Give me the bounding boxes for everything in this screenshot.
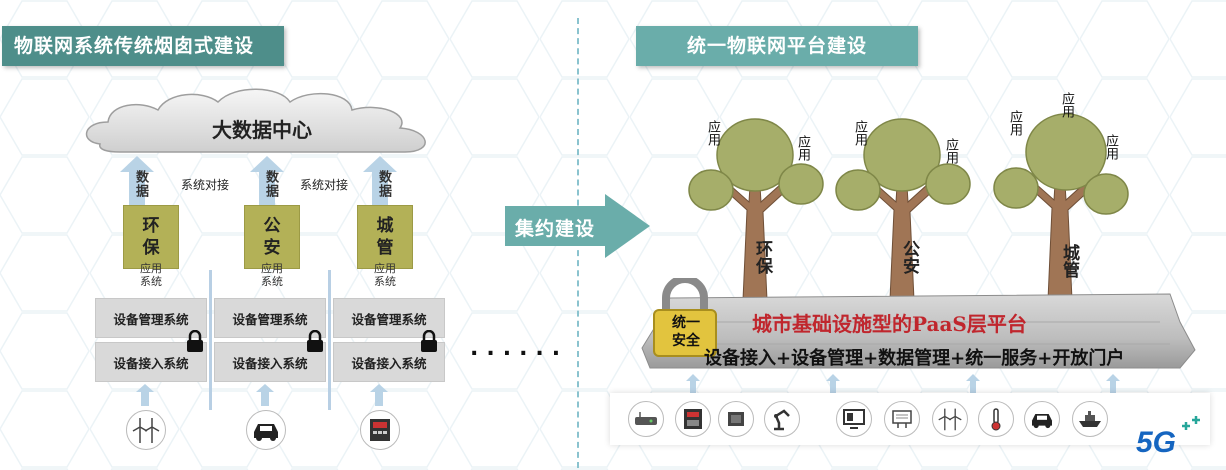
security-label: 统一 安全 <box>660 310 712 354</box>
display-icon <box>884 401 920 437</box>
app-label: 应用 <box>1007 110 1022 136</box>
cloud-icon <box>85 88 426 153</box>
device-mgmt-system-2: 设备管理系统 <box>214 298 326 338</box>
dock-label-1: 系统对接 <box>181 178 230 192</box>
data-label-2: 数据 <box>263 170 278 198</box>
left-header: 物联网系统传统烟囱式建设 <box>2 26 284 66</box>
lock-icon <box>307 330 323 352</box>
data-arrows <box>120 156 397 206</box>
right-header: 统一物联网平台建设 <box>636 26 918 66</box>
car-icon <box>246 410 286 450</box>
meter-icon <box>360 410 400 450</box>
silo-separator-1 <box>209 270 212 410</box>
data-label-1: 数据 <box>133 170 148 198</box>
meter-icon <box>675 401 711 437</box>
lock-icon <box>187 330 203 352</box>
app-box-environment: 环 保 <box>123 205 179 269</box>
ship-icon <box>1072 401 1108 437</box>
app-sub-line1: 应用 <box>140 262 162 275</box>
platform-title: 城市基础设施型的PaaS层平台 <box>752 312 1027 336</box>
app-name-line2: 安 <box>263 238 281 258</box>
cloud-label: 大数据中心 <box>212 118 312 142</box>
tree-police <box>835 118 971 300</box>
app-sub-police: 应用 系统 <box>252 262 292 288</box>
app-label: 应用 <box>1103 134 1118 160</box>
trunk-label-city-mgmt: 城管 <box>1057 244 1082 278</box>
trunk-line2: 管 <box>1059 261 1079 278</box>
tree-environment <box>688 118 824 300</box>
device-arrows-right <box>686 374 1120 394</box>
wind-turbine-icon <box>932 401 968 437</box>
app-sub-line1: 应用 <box>374 262 396 275</box>
device-mgmt-system-1: 设备管理系统 <box>95 298 207 338</box>
ellipsis: ...... <box>470 336 569 361</box>
app-sub-line2: 系统 <box>140 275 162 288</box>
app-sub-city-mgmt: 应用 系统 <box>365 262 405 288</box>
app-sub-line1: 应用 <box>261 262 283 275</box>
security-line2: 安全 <box>672 333 700 349</box>
security-line1: 统一 <box>672 315 700 331</box>
app-name-line2: 保 <box>142 238 160 258</box>
silo-separator-2 <box>328 270 331 410</box>
chip-icon <box>718 401 754 437</box>
trunk-line2: 保 <box>752 257 772 274</box>
app-label: 应用 <box>943 138 958 164</box>
router-icon <box>628 401 664 437</box>
app-sub-environment: 应用 系统 <box>131 262 171 288</box>
app-name-line2: 管 <box>376 238 394 258</box>
trunk-line1: 环 <box>752 240 772 257</box>
app-box-city-mgmt: 城 管 <box>357 205 413 269</box>
platform-slab <box>641 293 1196 369</box>
device-arrows-left <box>136 384 388 406</box>
platform-subtitle: 设备接入+设备管理+数据管理+统一服务+开放门户 <box>704 348 1125 369</box>
data-label-3: 数据 <box>376 170 391 198</box>
trunk-label-police: 公安 <box>897 240 922 274</box>
device-access-system-2: 设备接入系统 <box>214 342 326 382</box>
dock-label-2: 系统对接 <box>300 178 349 192</box>
robot-arm-icon <box>764 401 800 437</box>
trunk-line1: 城 <box>1059 244 1079 261</box>
app-name-line1: 公 <box>263 216 281 236</box>
app-label: 应用 <box>705 120 720 146</box>
car-icon <box>1024 401 1060 437</box>
trunk-line2: 安 <box>899 257 919 274</box>
app-label: 应用 <box>1059 92 1074 118</box>
app-label: 应用 <box>852 120 867 146</box>
tree-city-mgmt <box>993 113 1129 300</box>
app-box-police: 公 安 <box>244 205 300 269</box>
app-sub-line2: 系统 <box>261 275 283 288</box>
monitor-icon <box>836 401 872 437</box>
wind-turbine-icon <box>126 410 166 450</box>
app-sub-line2: 系统 <box>374 275 396 288</box>
transition-label: 集约建设 <box>515 218 596 240</box>
security-lock-icon <box>653 278 717 357</box>
trunk-label-environment: 环保 <box>750 240 775 274</box>
lock-icon <box>421 330 437 352</box>
app-name-line1: 环 <box>142 216 160 236</box>
transition-arrow <box>505 194 650 258</box>
trunk-line1: 公 <box>899 240 919 257</box>
app-name-line1: 城 <box>376 216 394 236</box>
app-label: 应用 <box>795 135 810 161</box>
device-access-system-3: 设备接入系统 <box>333 342 445 382</box>
svg-text:5G: 5G <box>1136 426 1176 459</box>
5g-logo: 5G <box>1134 414 1204 460</box>
thermometer-icon <box>978 401 1014 437</box>
